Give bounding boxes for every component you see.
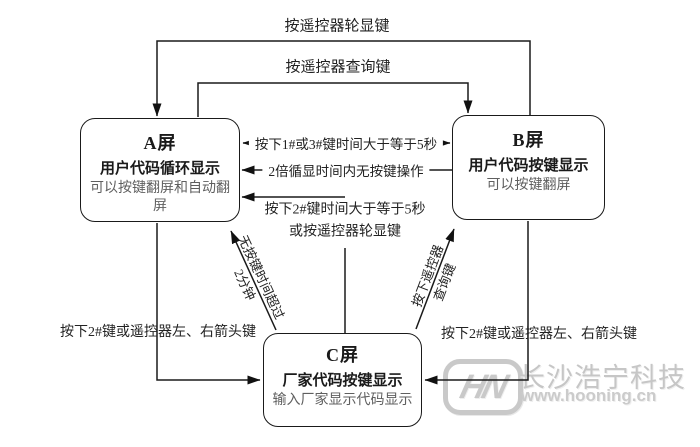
node-c-title: C屏	[326, 345, 359, 365]
node-b-subtitle: 用户代码按键显示	[468, 158, 589, 174]
node-c-subtitle: 厂家代码按键显示	[282, 373, 403, 389]
hooning-logo-icon: HN	[443, 359, 523, 415]
node-screen-b: B屏 用户代码按键显示 可以按键翻屏	[452, 115, 605, 220]
watermark-company-name: 长沙浩宁科技	[518, 363, 686, 393]
node-a-title: A屏	[143, 133, 177, 153]
label-a-to-b-top: 按遥控器查询键	[285, 59, 391, 76]
node-a-description: 可以按键翻屏和自动翻屏	[90, 181, 230, 215]
label-ab-bidirectional: 按下1#或3#键时间大于等于5秒	[248, 133, 444, 153]
label-c-to-a-diagonal: 无按键时间超过 2分钟	[218, 232, 288, 329]
connector-b-to-a-top	[152, 40, 531, 117]
node-screen-a: A屏 用户代码循环显示 可以按键翻屏和自动翻屏	[80, 118, 240, 222]
node-b-title: B屏	[512, 130, 545, 150]
hooning-logo-monogram: HN	[456, 367, 510, 406]
connector-a-to-b-top	[197, 82, 473, 117]
label-c-to-a-elbow-line2: 或按遥控器轮显键	[289, 224, 401, 239]
label-b-to-a-top: 按遥控器轮显键	[284, 18, 390, 35]
watermark-url: www.hooning.cn	[521, 386, 657, 405]
node-b-description: 可以按键翻屏	[486, 178, 571, 193]
node-a-subtitle: 用户代码循环显示	[99, 161, 220, 177]
label-a-to-c: 按下2#键或遥控器左、右箭头键	[60, 325, 256, 340]
node-c-description: 输入厂家显示代码显示	[272, 393, 413, 408]
label-c-to-b-diagonal: 按下遥控器 查询键	[408, 242, 464, 315]
label-b-to-a-mid: 2倍循显时间内无按键操作	[262, 160, 430, 180]
node-screen-c: C屏 厂家代码按键显示 输入厂家显示代码显示	[263, 333, 422, 427]
label-c-to-a-elbow: 按下2#键时间大于等于5秒 或按遥控器轮显键	[265, 199, 426, 242]
label-c-to-a-elbow-line1: 按下2#键时间大于等于5秒	[264, 202, 426, 218]
label-b-to-c: 按下2#键或遥控器左、右箭头键	[441, 327, 637, 342]
